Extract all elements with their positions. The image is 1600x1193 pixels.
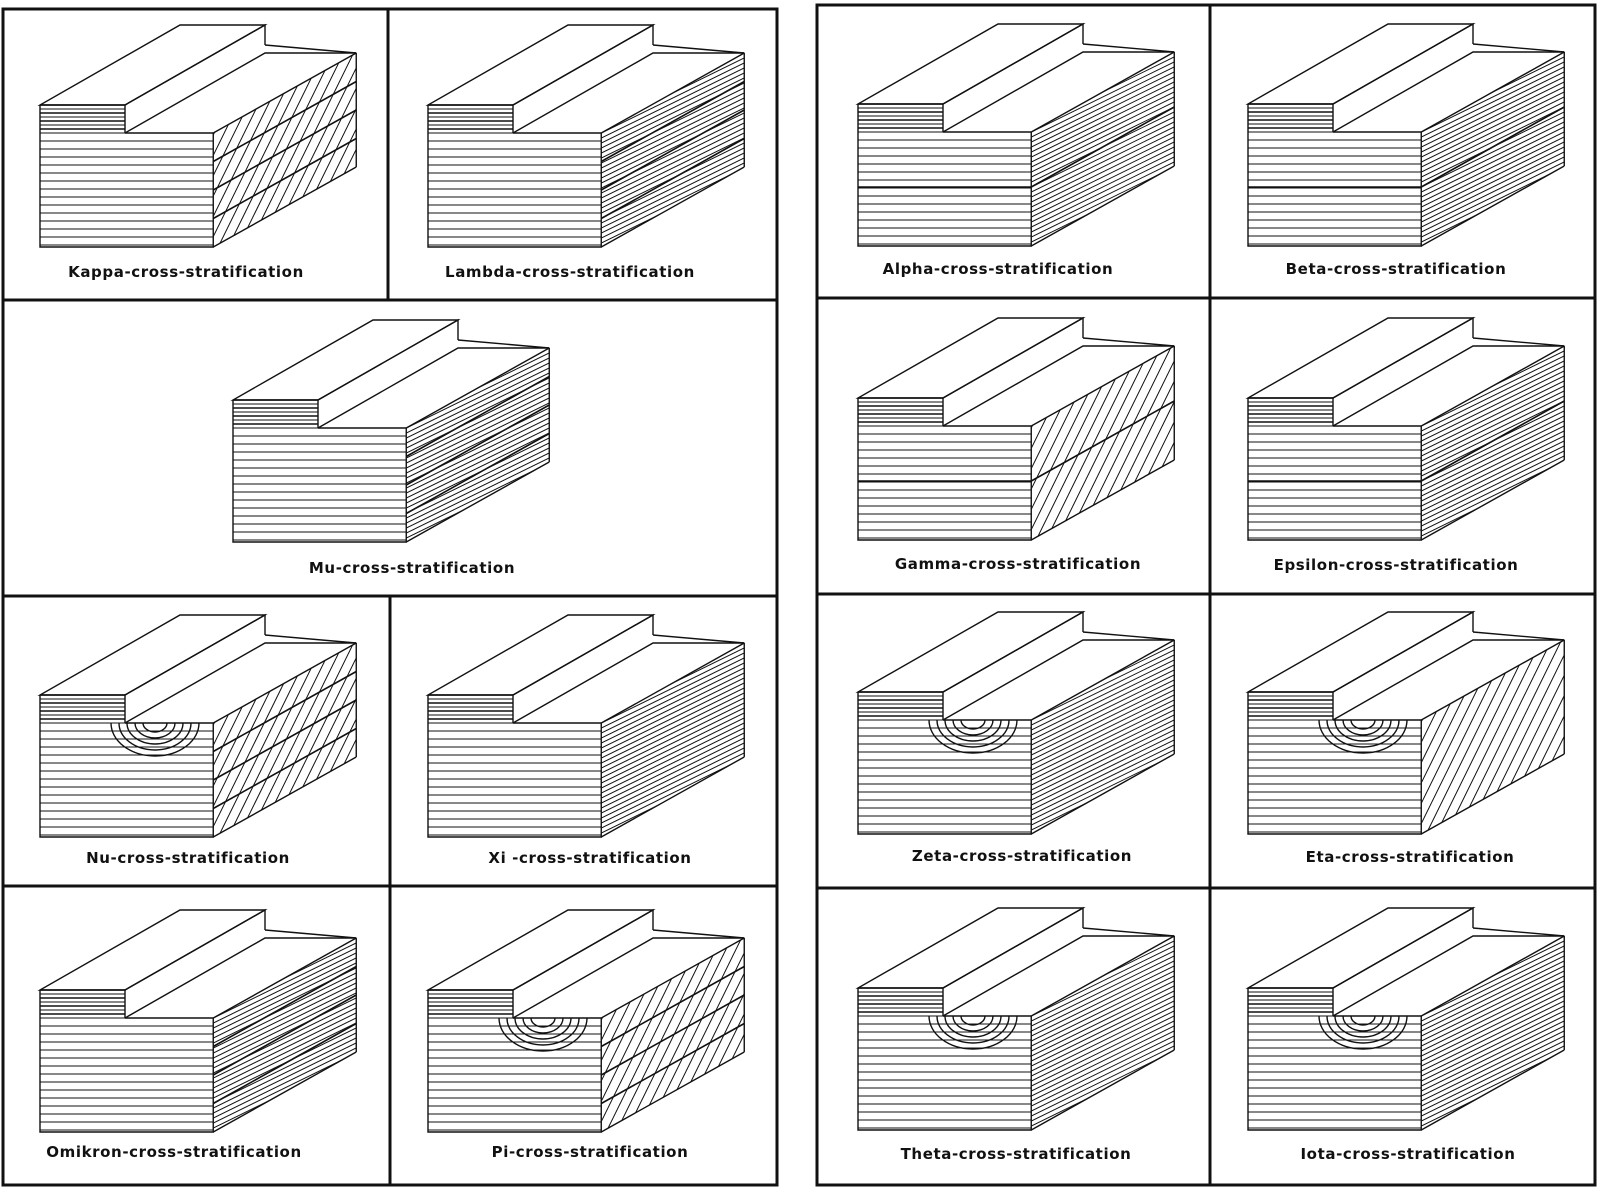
block-lambda (425, 23, 745, 248)
labels: Kappa-cross-stratification Lambda-cross-… (46, 260, 1518, 1163)
block-omikron (37, 908, 357, 1133)
label-beta: Beta-cross-stratification (1286, 260, 1507, 278)
label-omikron: Omikron-cross-stratification (46, 1143, 302, 1161)
label-zeta: Zeta-cross-stratification (912, 847, 1132, 865)
label-gamma: Gamma-cross-stratification (895, 555, 1141, 573)
block-gamma (855, 316, 1175, 541)
block-mu (230, 318, 550, 543)
label-alpha: Alpha-cross-stratification (883, 260, 1114, 278)
label-nu: Nu-cross-stratification (86, 849, 290, 867)
label-kappa: Kappa-cross-stratification (68, 263, 304, 281)
label-epsilon: Epsilon-cross-stratification (1274, 556, 1519, 574)
label-theta: Theta-cross-stratification (901, 1145, 1132, 1163)
frames (1, 3, 1597, 1187)
label-xi: Xi -cross-stratification (488, 849, 691, 867)
label-iota: Iota-cross-stratification (1301, 1145, 1516, 1163)
label-lambda: Lambda-cross-stratification (445, 263, 695, 281)
label-pi: Pi-cross-stratification (492, 1143, 689, 1161)
block-kappa (37, 23, 357, 248)
block-pi (425, 908, 745, 1133)
block-nu (37, 613, 357, 838)
label-mu: Mu-cross-stratification (309, 559, 515, 577)
label-eta: Eta-cross-stratification (1306, 848, 1515, 866)
block-eta (1245, 610, 1565, 835)
